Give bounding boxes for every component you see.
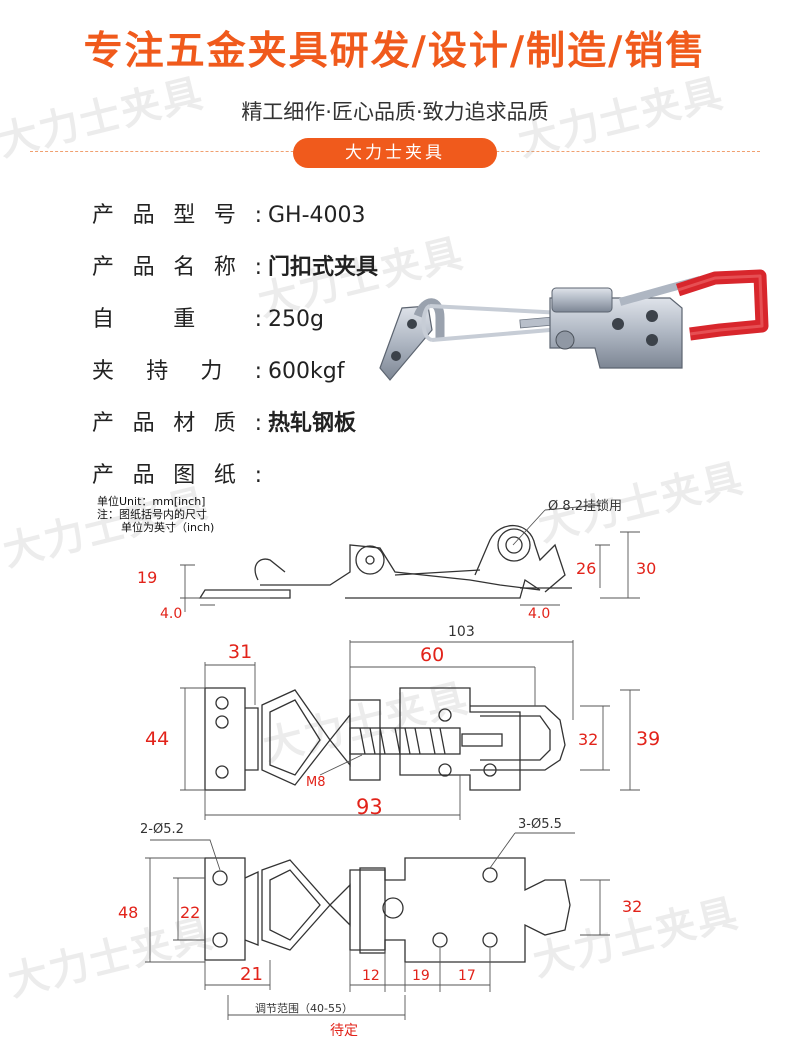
- spec-value: 600kgf: [268, 359, 345, 384]
- dim-top-93: 93: [356, 795, 383, 819]
- dim-side-30: 30: [636, 559, 656, 578]
- headline: 专注五金夹具研发/设计/制造/销售: [83, 29, 707, 74]
- spec-row-name: 产品名称:门扣式夹具: [92, 253, 378, 283]
- dim-bot-48: 48: [118, 903, 138, 922]
- dim-top-39: 39: [636, 728, 660, 750]
- spec-label: 自重:: [92, 307, 262, 332]
- dim-side-4-left: 4.0: [160, 606, 182, 622]
- dim-top-103: 103: [448, 624, 475, 640]
- spec-row-drawing: 产品图纸:: [92, 461, 268, 491]
- dim-bot-tbd: 待定: [330, 1023, 358, 1039]
- unit-note: 单位Unit：mm[inch]: [97, 495, 206, 508]
- dim-side-26: 26: [576, 559, 596, 578]
- unit-note: 注：图纸括号内的尺寸: [97, 508, 207, 521]
- dim-top-60: 60: [420, 644, 444, 666]
- spec-row-material: 产品材质:热轧钢板: [92, 409, 356, 439]
- dim-top-44: 44: [145, 728, 169, 750]
- dim-side-4-right: 4.0: [528, 606, 550, 622]
- spec-value: 250g: [268, 307, 324, 332]
- unit-note: 单位为英寸（inch): [121, 521, 215, 534]
- dim-bot-32: 32: [622, 897, 642, 916]
- dim-bot-range: 调节范围（40-55）: [255, 1001, 353, 1015]
- spec-value: GH-4003: [268, 203, 366, 228]
- dim-top-31: 31: [228, 641, 252, 663]
- dim-top-m8: M8: [306, 775, 326, 790]
- spec-label: 产品名称:: [92, 255, 262, 280]
- dim-top-32: 32: [578, 730, 598, 749]
- dim-bot-19: 19: [412, 968, 430, 984]
- spec-value: 门扣式夹具: [268, 255, 379, 280]
- slogan: 精工细作·匠心品质·致力追求品质: [241, 100, 549, 124]
- dim-bot-22: 22: [180, 903, 200, 922]
- spec-row-model: 产品型号:GH-4003: [92, 201, 366, 231]
- spec-label: 产品图纸:: [92, 463, 262, 488]
- spec-row-weight: 自重:250g: [92, 305, 324, 335]
- dim-bot-12: 12: [362, 968, 380, 984]
- spec-label: 产品型号:: [92, 203, 262, 228]
- spec-label: 夹持力:: [92, 359, 262, 384]
- dim-bot-hole-left: 2-Ø5.2: [140, 822, 184, 837]
- dim-bot-hole-right: 3-Ø5.5: [518, 817, 562, 832]
- dim-bot-21: 21: [240, 964, 263, 985]
- brand-badge: 大力士夹具: [293, 138, 497, 168]
- dim-side-hole: Ø 8.2挂锁用: [548, 498, 622, 514]
- spec-row-force: 夹持力:600kgf: [92, 357, 344, 387]
- spec-label: 产品材质:: [92, 411, 262, 436]
- spec-value: 热轧钢板: [268, 411, 357, 436]
- dim-bot-17: 17: [458, 968, 476, 984]
- dim-side-19: 19: [137, 568, 157, 587]
- product-photo: [379, 269, 769, 381]
